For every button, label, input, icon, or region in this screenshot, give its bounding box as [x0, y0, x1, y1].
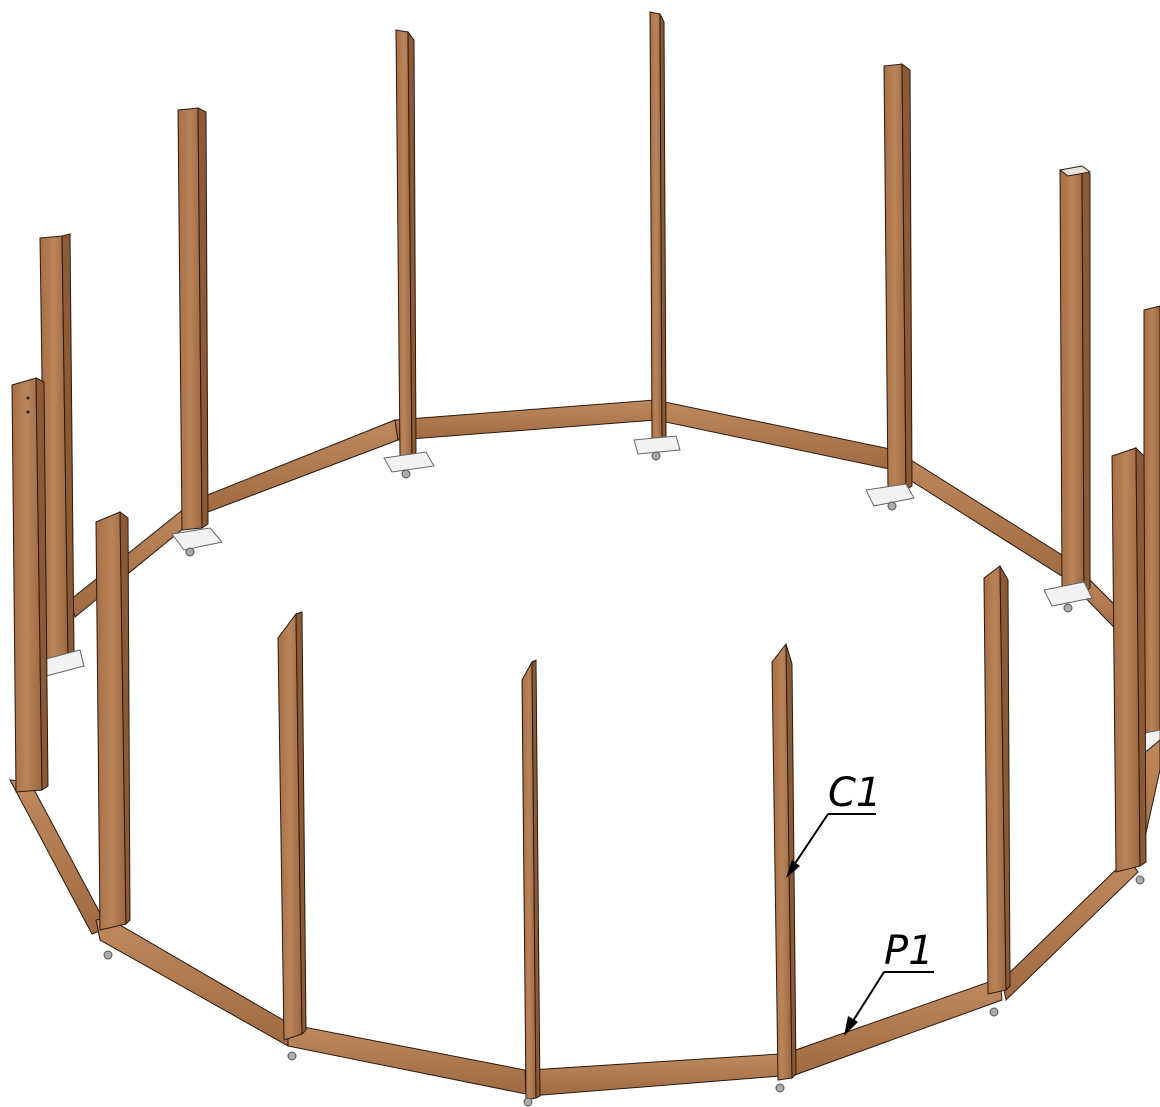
ring-beam-back-4	[654, 399, 896, 471]
ring-beam-front-6	[1001, 857, 1139, 1001]
ring-beam-front-5	[789, 977, 1003, 1077]
callout-beam: P1	[844, 928, 934, 1036]
post-front-left	[11, 377, 49, 793]
post-back-5	[865, 62, 915, 511]
ring-beam-back-1	[69, 499, 201, 618]
post-front-6	[983, 565, 1011, 1017]
ring-beam-back-2	[194, 419, 399, 516]
callout-label-beam: P1	[884, 928, 934, 974]
base-plate	[383, 451, 435, 473]
ring-beam-back-5	[893, 449, 1071, 581]
callout-label-column: C1	[828, 770, 881, 816]
ring-beam-front-2	[95, 917, 291, 1047]
back-ring-beams	[69, 399, 1141, 652]
leader-arrow	[844, 1016, 858, 1036]
post-front-5	[771, 642, 797, 1093]
callout-column: C1	[786, 770, 881, 878]
front-posts	[11, 377, 1147, 1107]
post-back-6	[1043, 165, 1093, 613]
post-back-3	[383, 29, 435, 479]
back-posts	[39, 11, 1160, 763]
base-plate	[633, 435, 681, 455]
ring-beam-back-3	[394, 399, 657, 441]
post-front-2	[95, 510, 131, 960]
post-front-4	[521, 659, 541, 1107]
base-plate	[171, 527, 223, 551]
ring-beam-front-1	[9, 779, 109, 935]
post-back-4	[633, 11, 681, 461]
leader-arrow	[786, 860, 800, 878]
base-plate	[1043, 581, 1093, 607]
ring-beam-front-3	[287, 1023, 527, 1095]
post-back-2	[171, 107, 223, 557]
post-front-7	[1111, 446, 1147, 885]
base-plate	[865, 483, 915, 507]
post-front-3	[277, 611, 307, 1061]
ring-beam-front-4	[529, 1053, 781, 1097]
